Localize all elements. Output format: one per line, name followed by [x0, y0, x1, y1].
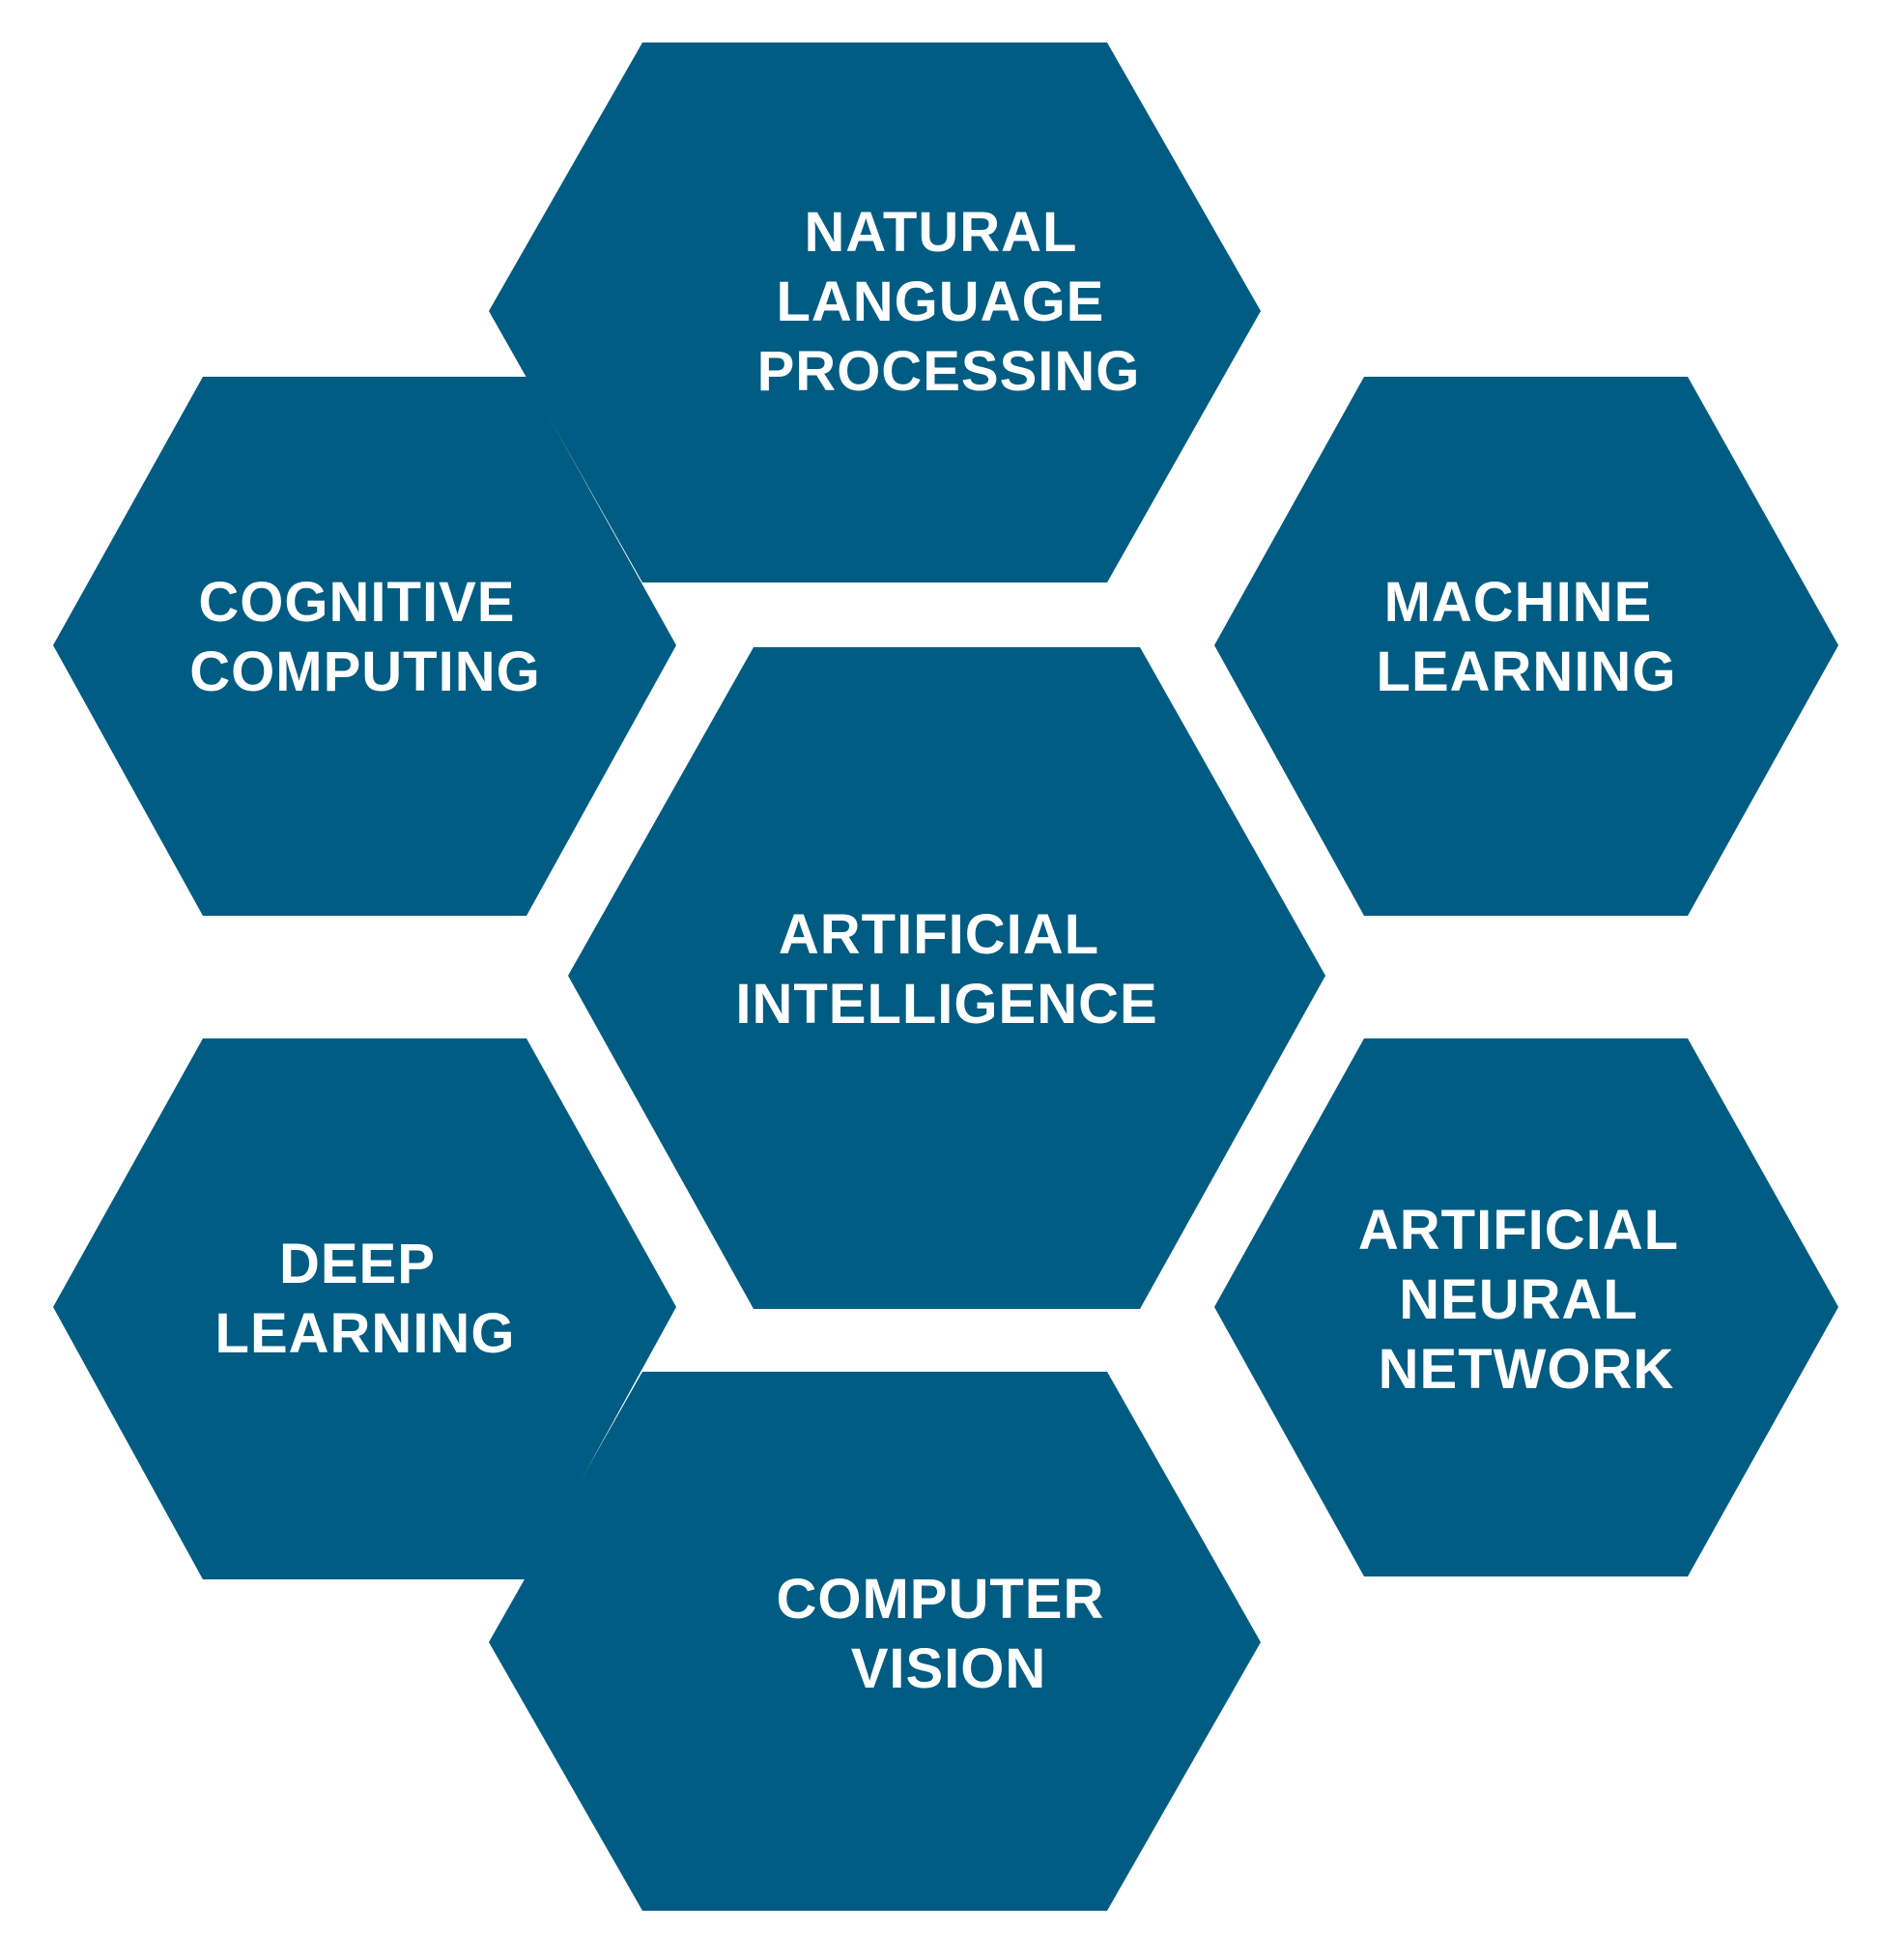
- hexagon-deep-learning-line-2: LEARNING: [215, 1302, 516, 1365]
- hexagon-artificial-intelligence: ARTIFICIAL INTELLIGENCE: [568, 647, 1325, 1309]
- hexagon-artificial-intelligence-label: ARTIFICIAL INTELLIGENCE: [735, 903, 1157, 1036]
- hexagon-nlp-line-3: PROCESSING: [757, 340, 1141, 403]
- hexagon-deep-learning: DEEP LEARNING: [53, 1038, 676, 1579]
- hexagon-artificial-intelligence-line-2: INTELLIGENCE: [735, 973, 1157, 1036]
- hexagon-cognitive-computing-shape: [53, 377, 676, 916]
- hexagon-artificial-intelligence-shape: [568, 647, 1325, 1309]
- hexagon-artificial-neural-network: ARTIFICIAL NEURAL NETWORK: [1214, 1038, 1838, 1577]
- hexagon-cognitive-computing-label: COGNITIVE COMPUTING: [189, 571, 540, 703]
- hexagon-nlp-line-2: LANGUAGE: [776, 270, 1104, 333]
- hexagon-artificial-intelligence-line-1: ARTIFICIAL: [779, 903, 1098, 966]
- hexagon-nlp-shape: [489, 43, 1261, 582]
- hexagon-machine-learning-label: MACHINE LEARNING: [1377, 571, 1677, 703]
- hexagon-artificial-neural-network-line-1: ARTIFICIAL: [1358, 1199, 1678, 1262]
- hexagon-machine-learning-line-1: MACHINE: [1384, 571, 1653, 634]
- hexagon-computer-vision-line-1: COMPUTER: [776, 1568, 1104, 1631]
- hexagon-artificial-neural-network-shape: [1214, 1038, 1838, 1577]
- hexagon-artificial-neural-network-line-2: NEURAL: [1399, 1268, 1637, 1331]
- hexagon-deep-learning-line-1: DEEP: [279, 1233, 435, 1295]
- hexagon-machine-learning: MACHINE LEARNING: [1214, 377, 1838, 916]
- hexagon-deep-learning-label: DEEP LEARNING: [215, 1233, 516, 1365]
- hexagon-computer-vision: COMPUTER VISION: [489, 1372, 1261, 1911]
- hexagon-artificial-neural-network-line-3: NETWORK: [1379, 1338, 1675, 1401]
- hexagon-deep-learning-shape: [53, 1038, 676, 1579]
- hexagon-computer-vision-shape: [489, 1372, 1261, 1911]
- hexagon-nlp: NATURAL LANGUAGE PROCESSING: [489, 43, 1261, 582]
- hexagon-computer-vision-label: COMPUTER VISION: [776, 1568, 1121, 1700]
- hexagon-cognitive-computing: COGNITIVE COMPUTING: [53, 377, 676, 916]
- hexagon-computer-vision-line-2: VISION: [851, 1637, 1047, 1700]
- hexagon-machine-learning-shape: [1214, 377, 1838, 916]
- hexagon-machine-learning-line-2: LEARNING: [1377, 640, 1677, 703]
- hexagon-cognitive-computing-line-2: COMPUTING: [189, 640, 540, 703]
- hexagon-nlp-line-1: NATURAL: [804, 201, 1076, 264]
- hexagon-artificial-neural-network-label: ARTIFICIAL NEURAL NETWORK: [1358, 1199, 1694, 1401]
- hexagon-nlp-label: NATURAL LANGUAGE PROCESSING: [757, 201, 1141, 403]
- hexagon-cognitive-computing-line-1: COGNITIVE: [198, 571, 515, 634]
